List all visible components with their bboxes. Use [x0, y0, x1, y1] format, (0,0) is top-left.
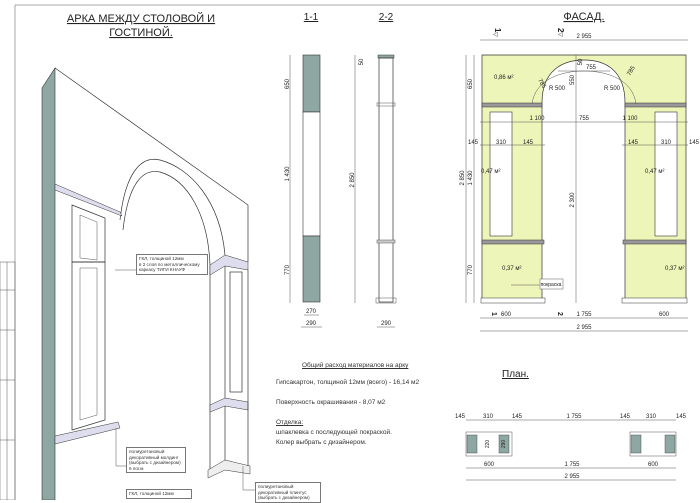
svg-text:1 755: 1 755 — [566, 414, 582, 420]
svg-text:2: 2 — [556, 28, 565, 33]
area-window-left: 0,47 м² — [481, 169, 500, 175]
svg-text:1 755: 1 755 — [564, 462, 580, 468]
svg-text:2 850: 2 850 — [460, 170, 466, 186]
svg-text:1 100: 1 100 — [622, 116, 638, 122]
svg-text:600: 600 — [484, 462, 495, 468]
section-2-title: 2-2 — [379, 12, 394, 23]
svg-text:770: 770 — [285, 264, 291, 275]
section-1-1: 650 1 430 770 270 290 — [285, 54, 322, 328]
facade-elevation — [480, 54, 688, 304]
arch-perspective-view — [41, 66, 255, 500]
svg-text:600: 600 — [501, 312, 512, 318]
svg-text:2 850: 2 850 — [350, 172, 356, 188]
svg-text:1 755: 1 755 — [576, 312, 592, 318]
svg-text:2 955: 2 955 — [576, 325, 592, 331]
finish-heading: Отделка: — [276, 419, 304, 426]
plan-title: План. — [502, 369, 529, 380]
svg-text:290: 290 — [306, 321, 317, 327]
finish-line-1: шпаклевка с последующей покраской. — [276, 429, 392, 436]
svg-text:1 100: 1 100 — [529, 116, 545, 122]
callout-gkl-bottom: ГКЛ, толщиной 12мм — [126, 489, 192, 499]
svg-text:1 430: 1 430 — [285, 166, 291, 182]
section-2-2: 50 2 850 290 — [350, 54, 397, 328]
svg-text:270: 270 — [306, 309, 317, 315]
svg-text:290: 290 — [501, 440, 507, 449]
svg-text:145: 145 — [676, 414, 687, 420]
svg-text:145: 145 — [628, 140, 639, 146]
svg-text:145: 145 — [455, 414, 466, 420]
area-base-left: 0,37 м² — [502, 266, 521, 272]
svg-text:600: 600 — [659, 312, 670, 318]
svg-text:755: 755 — [579, 116, 590, 122]
svg-text:1 430: 1 430 — [468, 170, 474, 186]
svg-text:◁: ◁ — [493, 32, 498, 38]
svg-text:2: 2 — [556, 312, 563, 316]
svg-text:650: 650 — [468, 78, 474, 89]
perspective-title-line2: ГОСТИНОЙ. — [109, 26, 173, 39]
materials-paint-area: Поверхность окрашивания - 8,07 м2 — [276, 399, 386, 406]
title-block-strip — [0, 261, 16, 500]
svg-text:290: 290 — [381, 321, 392, 327]
section-1-title: 1-1 — [304, 12, 319, 23]
svg-text:310: 310 — [661, 140, 672, 146]
svg-text:1: 1 — [490, 312, 497, 316]
paint-callout: покраска — [541, 282, 562, 288]
svg-text:310: 310 — [496, 140, 507, 146]
svg-text:2 955: 2 955 — [564, 474, 580, 480]
materials-heading: Общий расход материалов на арку — [302, 362, 409, 369]
svg-text:145: 145 — [512, 414, 523, 420]
svg-text:755: 755 — [586, 65, 597, 71]
svg-text:50: 50 — [359, 58, 365, 65]
svg-text:600: 600 — [648, 462, 659, 468]
svg-text:650: 650 — [285, 78, 291, 89]
svg-text:145: 145 — [468, 140, 479, 146]
area-top: 0,86 м² — [494, 75, 513, 81]
svg-text:2 300: 2 300 — [570, 192, 576, 208]
svg-text:145: 145 — [689, 140, 700, 146]
facade-title: ФАСАД. — [563, 11, 604, 23]
svg-text:785: 785 — [536, 78, 547, 90]
svg-text:770: 770 — [468, 264, 474, 275]
plan-view: 145 310 145 1 755 145 310 145 220 290 60… — [455, 414, 687, 481]
svg-text:145: 145 — [620, 414, 631, 420]
area-window-right: 0,47 м² — [645, 169, 664, 175]
perspective-title-line1: АРКА МЕЖДУ СТОЛОВОЙ И — [67, 12, 215, 25]
svg-text:1: 1 — [493, 28, 502, 33]
svg-text:310: 310 — [646, 414, 657, 420]
svg-text:220: 220 — [485, 440, 491, 449]
materials-drywall: Гипсакартон, толщиной 12мм (всего) - 16,… — [276, 379, 420, 386]
svg-text:R 500: R 500 — [604, 86, 621, 92]
svg-text:785: 785 — [627, 65, 638, 77]
svg-text:310: 310 — [483, 414, 494, 420]
svg-text:◁: ◁ — [558, 32, 563, 38]
svg-text:550: 550 — [570, 74, 576, 85]
svg-text:2 955: 2 955 — [576, 34, 592, 40]
finish-line-2: Колер выбрать с дизайнером. — [276, 439, 367, 446]
svg-text:R 500: R 500 — [549, 86, 566, 92]
svg-text:145: 145 — [523, 140, 534, 146]
area-base-right: 0,37 м² — [665, 266, 684, 272]
svg-text:50: 50 — [578, 58, 584, 65]
